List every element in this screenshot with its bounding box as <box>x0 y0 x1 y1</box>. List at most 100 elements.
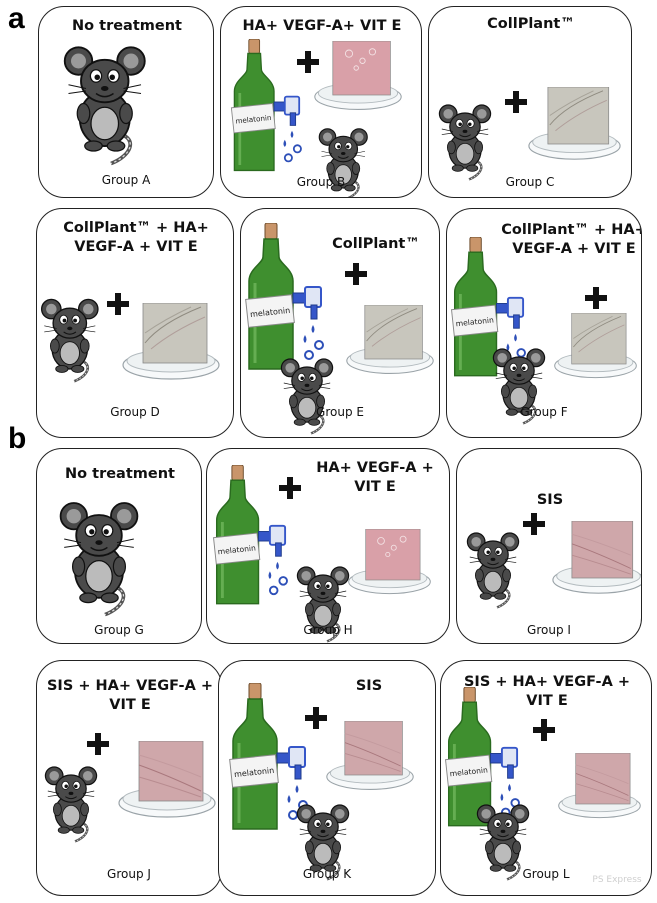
mouse-icon <box>44 766 98 843</box>
melatonin-bottle: melatonin <box>227 682 317 837</box>
panel-group-g: No treatment Group G <box>36 448 202 644</box>
plus-icon <box>297 51 319 73</box>
group-label: Group F <box>520 405 568 419</box>
panel-group-f: CollPlant™ + HA+ VEGF-A + VIT E melatoni… <box>446 208 642 438</box>
scaffold-dish <box>551 520 641 601</box>
plus-sign <box>533 719 555 745</box>
group-label: Group D <box>110 405 160 419</box>
panel-group-b: HA+ VEGF-A+ VIT E melatonin <box>220 6 422 198</box>
petri-dish-icon <box>558 752 641 819</box>
mouse-icon <box>296 566 350 643</box>
melatonin-bottle-icon: melatonin <box>451 236 526 377</box>
melatonin-bottle-icon: melatonin <box>230 38 302 172</box>
mouse <box>295 801 351 885</box>
plus-icon <box>305 707 327 729</box>
plus-sign <box>279 477 301 503</box>
melatonin-bottle: melatonin <box>229 38 310 178</box>
mouse-icon <box>40 298 99 383</box>
mouse-icon <box>59 502 139 617</box>
petri-dish-icon <box>528 86 621 160</box>
mouse-icon <box>63 46 146 166</box>
plus-icon <box>345 263 367 285</box>
watermark: PS Express <box>592 875 642 885</box>
panel-group-h: HA+ VEGF-A + VIT E melatonin <box>206 448 450 644</box>
melatonin-bottle-icon: melatonin <box>213 464 288 605</box>
plus-icon <box>107 293 129 315</box>
panel-title: SIS <box>536 492 564 508</box>
plus-sign <box>505 91 527 117</box>
group-label: Group I <box>527 623 571 637</box>
panel-group-j: SIS + HA+ VEGF-A + VIT E <box>36 660 222 896</box>
panel-title: No treatment <box>65 466 175 482</box>
panel-group-a: No treatment Group A <box>38 6 214 198</box>
svg-text:melatonin: melatonin <box>449 765 488 778</box>
plus-sign <box>523 513 545 539</box>
plus-sign <box>345 263 367 289</box>
mouse <box>279 355 335 437</box>
panel-group-k: SIS melatonin <box>218 660 436 896</box>
melatonin-bottle: melatonin <box>443 686 529 834</box>
svg-text:melatonin: melatonin <box>235 113 272 126</box>
panel-group-l: SIS + HA+ VEGF-A + VIT E melatonin <box>440 660 652 896</box>
panel-title: No treatment <box>72 18 182 34</box>
scaffold-dish <box>347 528 432 601</box>
plus-sign <box>305 707 327 733</box>
plus-sign <box>87 733 109 759</box>
group-label: Group L <box>522 867 570 881</box>
svg-text:melatonin: melatonin <box>250 306 291 319</box>
group-label: Group G <box>94 623 144 637</box>
group-label: Group C <box>505 175 555 189</box>
mouse-icon <box>296 804 350 881</box>
panel-title: SIS + HA+ VEGF-A + VIT E <box>463 674 630 709</box>
plus-icon <box>279 477 301 499</box>
petri-dish-icon <box>326 720 414 790</box>
group-label: Group H <box>303 623 353 637</box>
group-label: Group E <box>316 405 364 419</box>
mouse <box>437 101 493 185</box>
melatonin-bottle: melatonin <box>449 236 535 384</box>
mouse-icon <box>476 804 530 881</box>
plus-icon <box>585 287 607 309</box>
mouse <box>39 295 101 387</box>
panel-title: CollPlant™ + HA+ VEGF-A + VIT E <box>63 220 209 255</box>
plus-icon <box>505 91 527 113</box>
mouse-icon <box>492 348 546 425</box>
scaffold-dish <box>345 304 435 381</box>
svg-text:melatonin: melatonin <box>234 766 275 779</box>
panel-group-e: CollPlant™ melatonin <box>240 208 440 438</box>
plus-sign <box>107 293 129 319</box>
petri-dish-icon <box>118 740 216 818</box>
mouse <box>491 345 547 429</box>
mouse-icon <box>466 532 520 609</box>
melatonin-bottle-icon: melatonin <box>229 682 308 830</box>
svg-text:melatonin: melatonin <box>217 543 256 556</box>
group-label: Group A <box>101 173 151 187</box>
melatonin-bottle-icon: melatonin <box>445 686 520 827</box>
mouse <box>465 529 521 613</box>
scaffold-dish <box>553 312 638 385</box>
panel-title: CollPlant™ <box>487 16 575 32</box>
panel-title: SIS + HA+ VEGF-A + VIT E <box>46 678 213 713</box>
plus-sign <box>297 51 319 77</box>
panel-group-d: CollPlant™ + HA+ VEGF-A + VIT E <box>36 208 234 438</box>
mouse <box>61 41 149 170</box>
panel-title: HA+ VEGF-A + VIT E <box>316 460 434 495</box>
mouse <box>475 801 531 885</box>
scaffold-dish <box>527 86 622 167</box>
mouse-icon <box>318 128 368 197</box>
petri-dish-icon <box>552 520 641 594</box>
melatonin-bottle-icon: melatonin <box>245 222 324 370</box>
section-label-b: b <box>8 422 27 455</box>
scaffold-dish <box>557 752 642 825</box>
petri-dish-icon <box>346 304 434 374</box>
plus-icon <box>523 513 545 535</box>
panel-title: CollPlant™ <box>332 236 420 252</box>
melatonin-bottle: melatonin <box>243 222 333 377</box>
petri-dish-icon <box>314 40 402 110</box>
plus-icon <box>533 719 555 741</box>
mouse <box>57 497 141 621</box>
melatonin-bottle: melatonin <box>211 464 297 612</box>
scaffold-dish <box>117 740 217 825</box>
svg-text:melatonin: melatonin <box>455 315 494 328</box>
panel-title: HA+ VEGF-A+ VIT E <box>242 18 402 34</box>
